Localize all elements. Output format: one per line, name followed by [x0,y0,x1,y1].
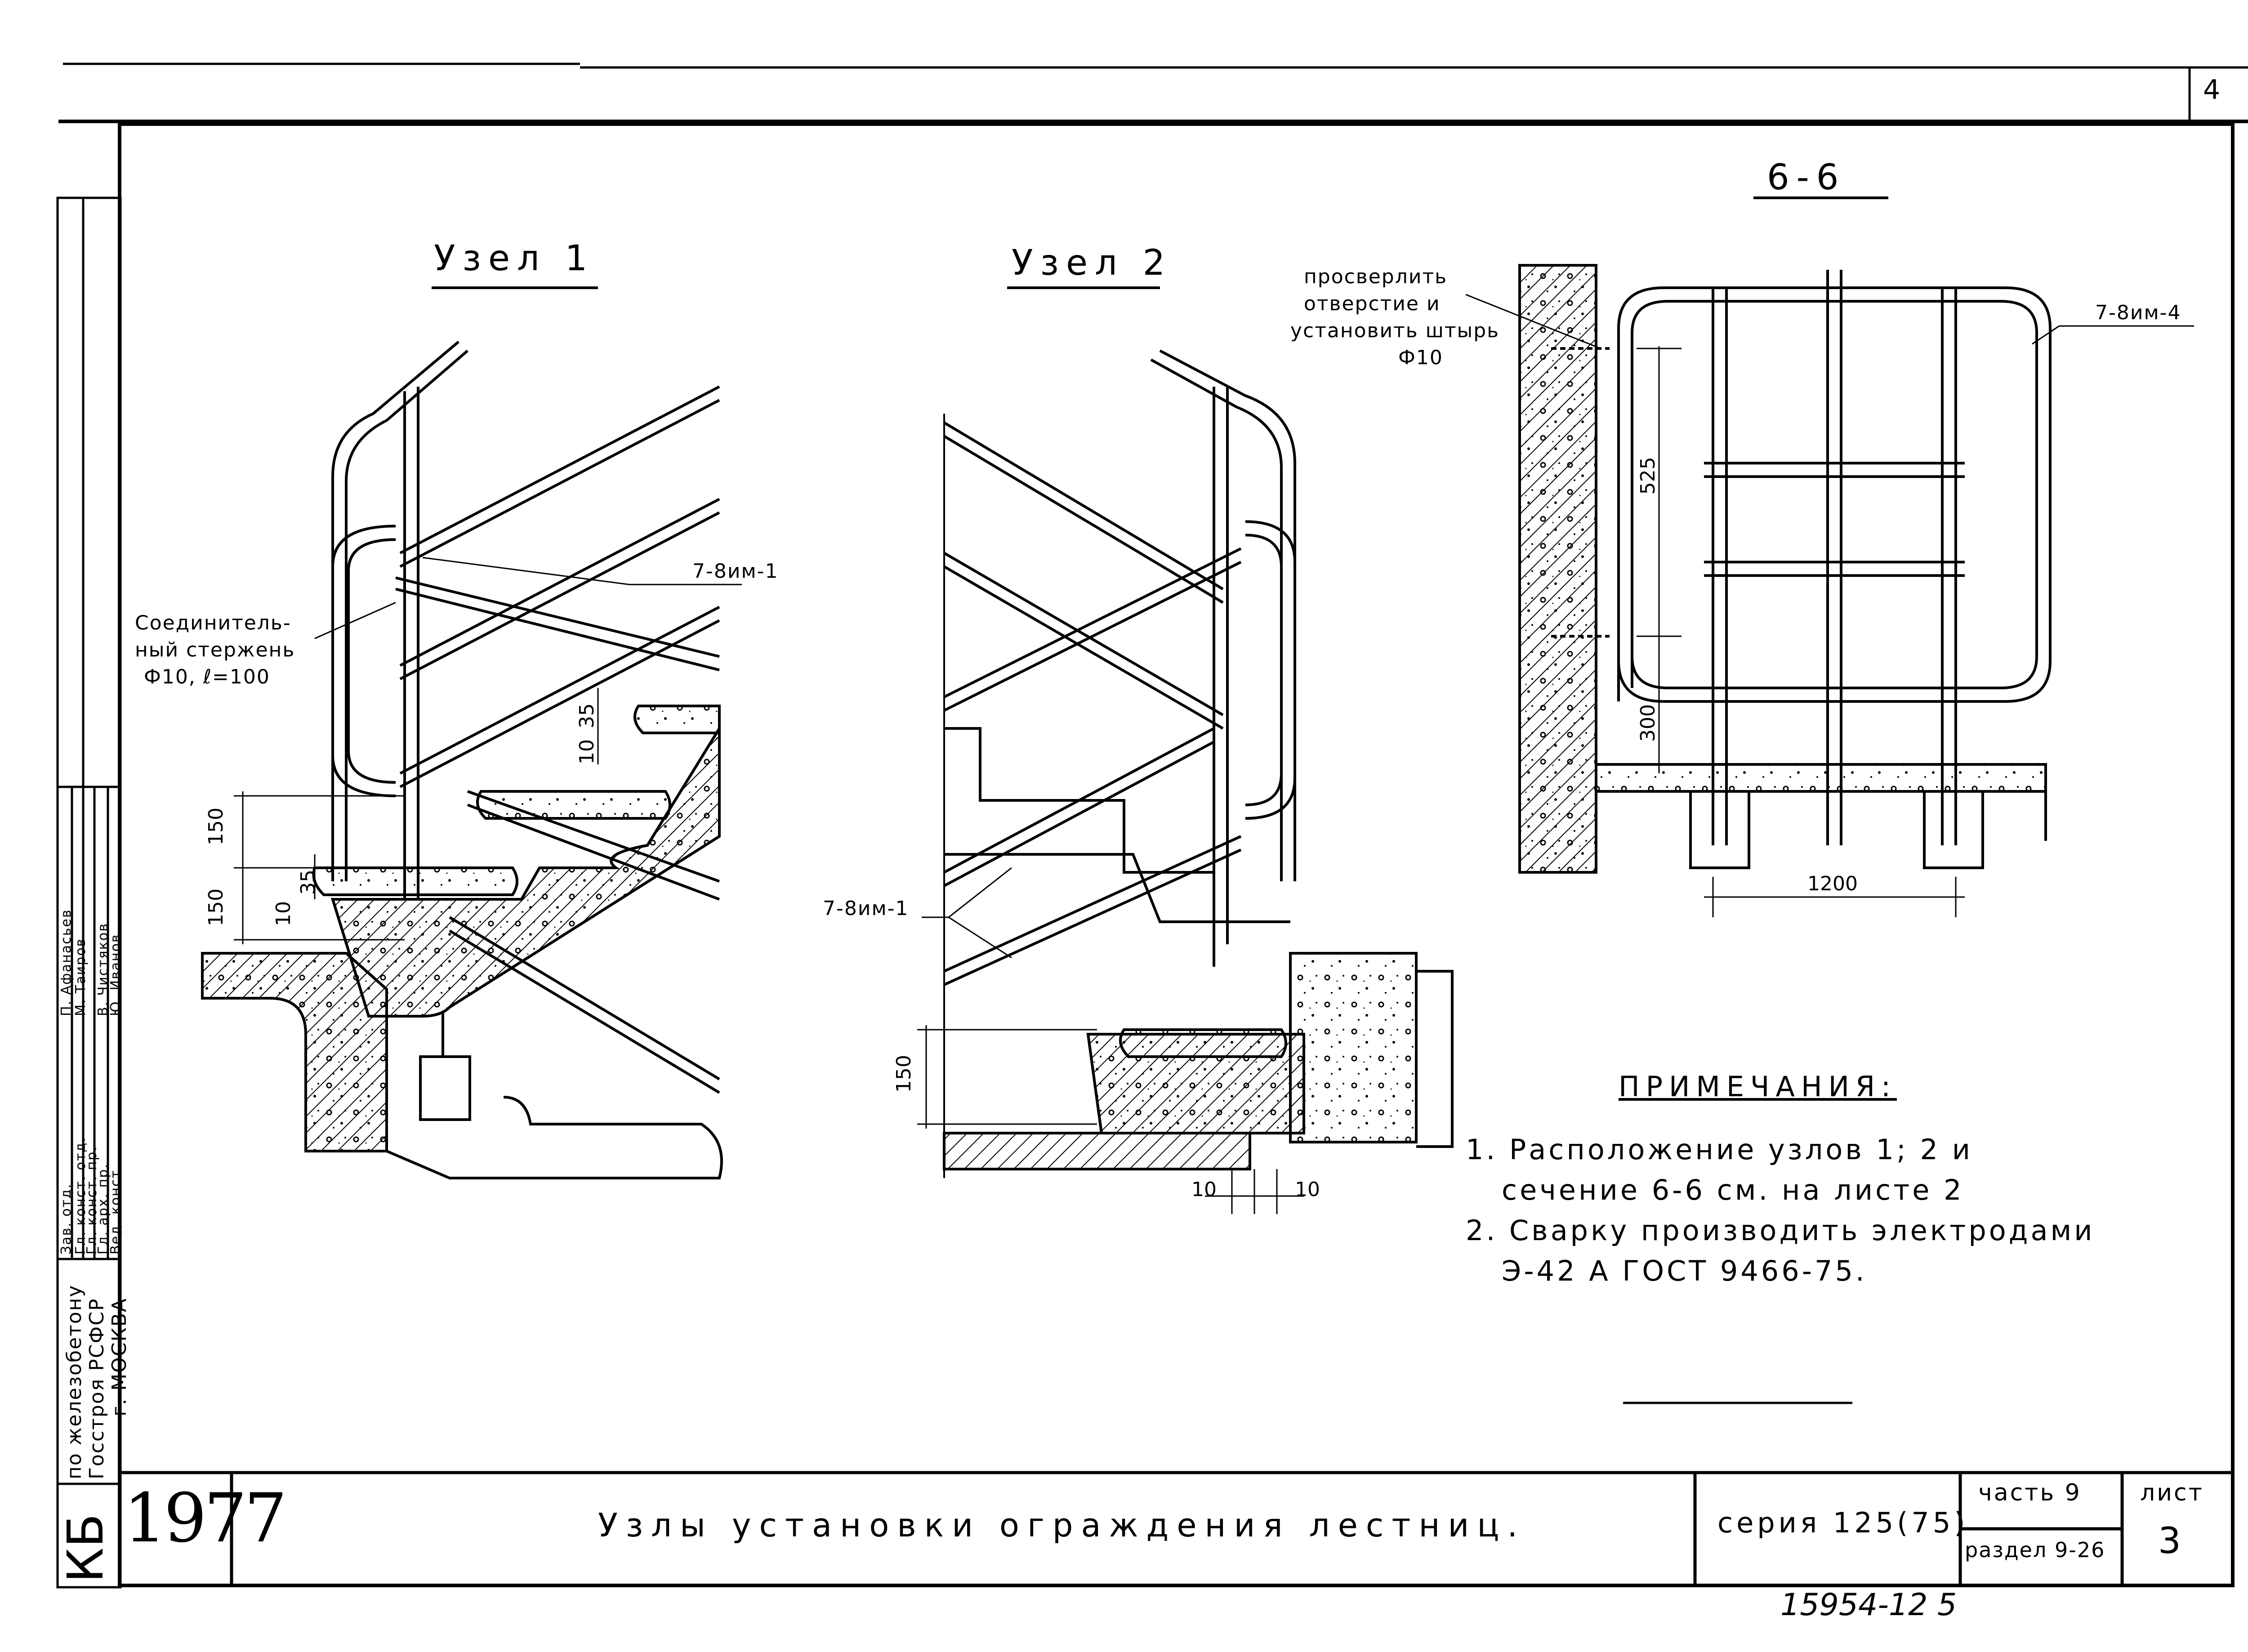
stamp-org-line-1: по железобетону [63,1284,86,1479]
part: часть 9 [1978,1479,2082,1506]
notes-heading: ПРИМЕЧАНИЯ: [1619,1070,1897,1103]
stamp-org-line-2: Госстроя РСФСР [85,1298,108,1479]
stamp-org-line-3: г. МОСКВА [108,1298,131,1416]
dim-node1-150-bottom: 150 [205,889,227,926]
section-code: раздел 9-26 [1965,1538,2105,1562]
notes-item-4: Э-42 А ГОСТ 9466-75. [1502,1255,1867,1287]
series: серия 125(75) [1717,1506,1969,1539]
archive-number: 15954-12 5 [1780,1587,1957,1623]
node2-title: Узел 2 [1012,243,1173,283]
stamp-name-1: П. Афанасьев [58,909,74,1017]
dim-node1-150-top: 150 [205,808,227,845]
side-stamp-frame [56,196,122,1589]
section-drawing [1465,196,2194,917]
part-7-8im-1-node1: 7-8им-1 [692,560,779,583]
stamp-name-4: Ю. Иванов [108,933,124,1016]
notes-item-3: 2. Сварку производить электродами [1466,1214,2095,1247]
sheet-number-top: 4 [2203,74,2221,106]
dim-node1-35-top: 35 [575,703,598,728]
drill-note-3: установить штырь [1290,319,1500,342]
connector-rod-label-3: Ф10, ℓ=100 [144,665,270,688]
title-block-frame [120,1471,2233,1585]
node1-title: Узел 1 [434,238,595,279]
dim-node2-10-right: 10 [1295,1178,1320,1201]
dim-node2-150: 150 [892,1055,915,1093]
stamp-role-5: Вед. конст. [108,1164,124,1255]
drawing-title: Узлы установки ограждения лестниц. [598,1506,1526,1544]
part-7-8im-1-node2: 7-8им-1 [823,897,909,920]
stamp-role-1: Зав. отд. [58,1183,74,1255]
connector-rod-label-1: Соединитель- [135,612,291,634]
dim-section-525: 525 [1637,457,1659,495]
stamp-org-abbr: КБ [57,1514,114,1583]
node2-drawing [917,286,1454,1214]
connector-rod-label-2: ный стержень [135,638,295,661]
sheet-number: 3 [2158,1520,2181,1562]
dim-node1-10-bottom: 10 [272,901,295,926]
dim-node1-35-bottom: 35 [297,870,320,895]
notes-item-2: сечение 6-6 см. на листе 2 [1502,1174,1964,1206]
dim-node2-10-left: 10 [1191,1178,1217,1201]
section-title: 6-6 [1767,157,1846,198]
part-7-8im-4: 7-8им-4 [2095,301,2181,324]
sheet-label: лист [2140,1479,2204,1506]
title-underlines [432,286,1852,1404]
drill-note-2: отверстие и [1304,292,1441,315]
dim-section-300: 300 [1637,704,1659,742]
node1-drawing [201,286,742,1179]
stamp-name-2: М. Таиров [73,938,89,1016]
sheet-frame [58,63,2248,1587]
dim-node1-10-top: 10 [575,739,598,764]
dim-section-1200: 1200 [1807,872,1858,895]
drill-note-4: Ф10 [1398,346,1443,369]
drill-note-1: просверлить [1304,265,1448,288]
title-block-year: 1977 [124,1479,287,1558]
notes-item-1: 1. Расположение узлов 1; 2 и [1466,1133,1973,1166]
